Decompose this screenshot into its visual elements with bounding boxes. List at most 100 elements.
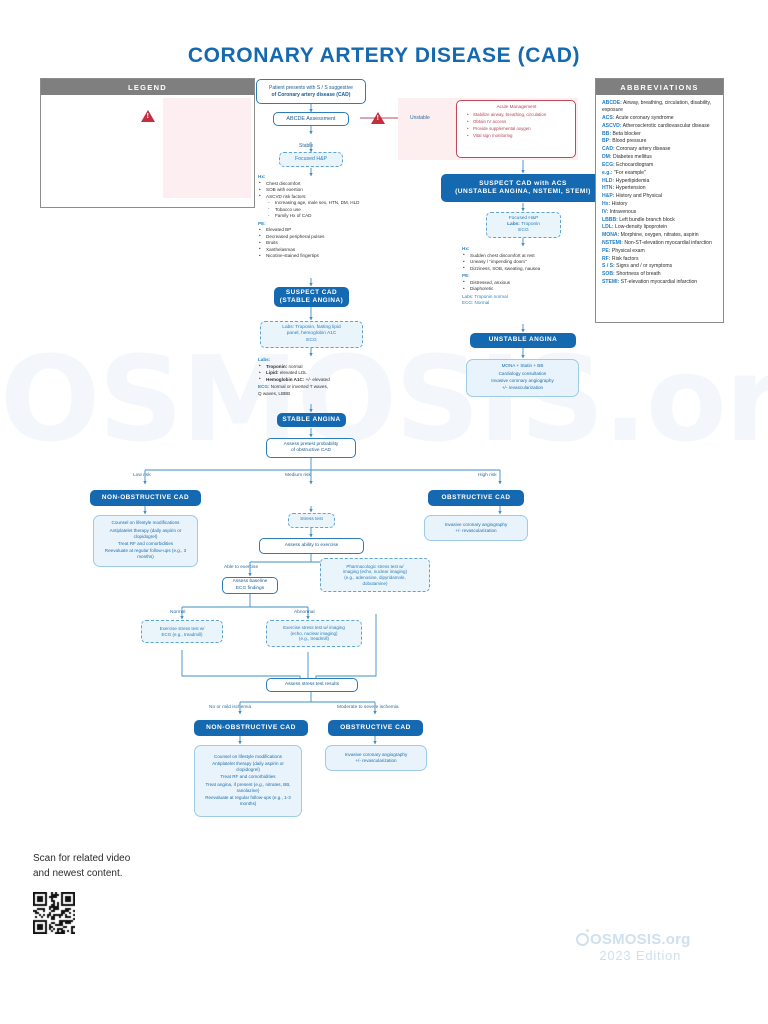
ex-ecg-line1: Exercise stress test w/ xyxy=(159,625,205,631)
acs-pe-heading: PE: xyxy=(462,273,470,279)
abbreviations-list: ABCDE: Airway, breathing, circulation, d… xyxy=(596,95,723,291)
presentation-line1: Patient presents with S / S suggestive xyxy=(269,85,353,92)
stable-test-line2: panel, hemoglobin A1C xyxy=(286,331,337,337)
stable-lab-key: Lipid: xyxy=(266,370,279,376)
acute-management-item: Vital sign monitoring xyxy=(467,132,571,139)
abbreviation-key: DM: xyxy=(602,154,612,161)
presentation-line2: of Coronary artery disease (CAD) xyxy=(271,91,351,98)
stable-lab-item: Troponin: normal xyxy=(258,363,393,371)
pretest-probability-node: Assess pretest probability of obstructiv… xyxy=(266,438,356,458)
abbreviation-item: IV: Intravenous xyxy=(602,209,718,216)
acs-hx-item: Sudden chest discomfort at rest xyxy=(462,252,602,260)
nonobstructive-treatment-item: Treat angina, if present (e.g., nitrates… xyxy=(205,781,291,793)
abbreviation-item: LBBB: Left bundle branch block xyxy=(602,217,718,224)
abbreviation-key: ECG: xyxy=(602,161,615,168)
page-title-main: CORONARY ARTERY DISEASE xyxy=(187,44,512,67)
abbreviation-key: LBBB: xyxy=(602,216,618,223)
nonobstructive-treatment-item: Antiplatelet therapy (daily aspirin or c… xyxy=(109,527,182,539)
stable-lab-value: normal xyxy=(287,363,303,369)
stable-lab-key: Hemoglobin A1C: xyxy=(266,376,305,382)
suspect-cad-line2: (STABLE ANGINA) xyxy=(279,297,344,304)
abbreviation-key: Hx: xyxy=(602,200,611,207)
abbreviation-key: NSTEMI: xyxy=(602,240,623,247)
abbreviation-definition: Atherosclerotic cardiovascular disease xyxy=(621,122,710,129)
pretest-line1: Assess pretest probability xyxy=(283,441,339,447)
abbreviation-definition: Shortness of breath xyxy=(614,271,661,278)
main-warning-icon: ! xyxy=(371,112,385,124)
acute-management-item: Obtain IV access xyxy=(467,118,571,125)
abbreviation-item: S / S: Signs and / or symptoms xyxy=(602,263,718,270)
abbreviations-panel: ABBREVIATIONS ABCDE: Airway, breathing, … xyxy=(595,78,724,323)
stable-ecg-line1: Normal or inverted T waves, xyxy=(269,384,329,390)
page-title: CORONARY ARTERY DISEASE (CAD) xyxy=(0,44,768,68)
abbreviation-definition: Low-density lipoprotein xyxy=(613,224,668,231)
stable-pe-heading: PE: xyxy=(258,220,266,226)
abbreviation-definition: Acute coronary syndrome xyxy=(614,115,674,122)
abbreviation-definition: Signs and / or symptoms xyxy=(614,263,673,270)
exercise-stress-imaging-node: Exercise stress test w/ imaging (echo, n… xyxy=(266,620,362,647)
unstable-angina-node: UNSTABLE ANGINA xyxy=(470,333,576,348)
medium-risk-label: Medium risk xyxy=(285,473,311,478)
abbreviation-item: CAD: Coronary artery disease xyxy=(602,146,718,153)
stable-labs-details: Labs: Troponin: normalLipid: elevated LD… xyxy=(258,357,393,397)
stable-hx-heading: Hx: xyxy=(258,174,266,179)
qr-code[interactable] xyxy=(33,892,75,934)
focused-hp-node: Focused H&P xyxy=(279,152,343,167)
stable-hx-item: Chest discomfort xyxy=(258,180,388,188)
stable-ecg-key: ECG: xyxy=(258,384,270,390)
scan-instruction: Scan for related video and newest conten… xyxy=(33,852,130,881)
obs-tx-line1-a: Invasive coronary angiography xyxy=(444,522,508,528)
abbreviation-item: ASCVD: Atherosclerotic cardiovascular di… xyxy=(602,123,718,130)
abbreviation-key: RF: xyxy=(602,255,611,262)
acs-test-line2: Labs: Troponin xyxy=(507,222,540,228)
pretest-line2: of obstructive CAD xyxy=(291,448,331,453)
abbreviation-key: LDL: xyxy=(602,224,614,231)
abbreviation-definition: History xyxy=(610,200,628,207)
stable-lab-key: Troponin: xyxy=(266,363,288,369)
nonobstructive-treatment-item: Treat RF and comorbidities xyxy=(220,774,276,780)
obstructive-treatment-box-2: Invasive coronary angiography +/- revasc… xyxy=(325,745,427,771)
abbreviation-definition: ST-elevation myocardial infarction xyxy=(619,279,698,286)
nonobstructive-treatment-item: Counsel on lifestyle modifications xyxy=(214,753,282,759)
abbreviation-item: STEMI: ST-elevation myocardial infarctio… xyxy=(602,279,718,286)
acute-management-box: Acute Management Stabilize airway, breat… xyxy=(456,100,576,158)
abbreviation-key: HLD: xyxy=(602,177,615,184)
nonobstructive-cad-node-1: NON-OBSTRUCTIVE CAD xyxy=(90,490,201,506)
acute-management-items: Stabilize airway, breathing, circulation… xyxy=(462,111,571,140)
ex-img-line1: Exercise stress test w/ imaging xyxy=(283,624,345,630)
abbreviation-definition: Coronary artery disease xyxy=(614,146,671,153)
abbreviation-definition: Hypertension xyxy=(614,185,646,192)
abbreviation-key: BB: xyxy=(602,130,612,137)
abbreviation-definition: Airway, breathing, circulation, disabili… xyxy=(602,100,712,114)
abbreviation-definition: Physical exam xyxy=(610,247,645,254)
unstable-branch-label: Unstable xyxy=(410,115,430,121)
stable-workup-test-node: Labs: Troponin, fasting lipid panel, hem… xyxy=(260,321,363,348)
acs-pe-item: Diaphoretic xyxy=(462,286,602,293)
abbreviation-definition: Risk factors xyxy=(610,255,639,262)
abbreviation-item: SOB: Shortness of breath xyxy=(602,271,718,278)
ex-ecg-line2: ECG (e.g., treadmill) xyxy=(161,631,203,637)
assess-baseline-ecg-node: Assess baseline ECG findings xyxy=(222,577,278,594)
stable-lab-item: Lipid: elevated LDL xyxy=(258,370,393,377)
acs-test-line1: Focused H&P xyxy=(508,215,539,221)
osmosis-logo-ring xyxy=(576,933,589,946)
abbreviation-key: ABCDE: xyxy=(602,100,622,106)
nonobstructive-treatment-item: Antiplatelet therapy (daily aspirin or c… xyxy=(212,761,284,772)
pharm-line2: imaging (echo, nuclear imaging) xyxy=(342,569,408,575)
acs-hx-item: Uneasy / "impending doom" xyxy=(462,259,602,266)
acs-test-labs-val: Troponin xyxy=(519,221,540,227)
acs-pe-list: Distressed, anxiousDiaphoretic xyxy=(462,279,602,293)
abbreviation-key: CAD: xyxy=(602,146,615,153)
obstructive-cad-node-2: OBSTRUCTIVE CAD xyxy=(328,720,423,736)
acs-pe-item: Distressed, anxious xyxy=(462,279,602,287)
stable-hx-pe-details: Hx: Chest discomfortSOB with exertionASC… xyxy=(258,174,388,260)
nonobstructive-treatment-item: Reevaluate at regular follow-ups (e.g., … xyxy=(104,548,187,560)
abbreviation-key: IV: xyxy=(602,208,609,215)
abbreviation-key: STEMI: xyxy=(602,279,620,286)
abbreviation-key: ACS: xyxy=(602,115,615,122)
nonobstructive-treatment-item: Counsel on lifestyle modifications xyxy=(111,520,180,526)
